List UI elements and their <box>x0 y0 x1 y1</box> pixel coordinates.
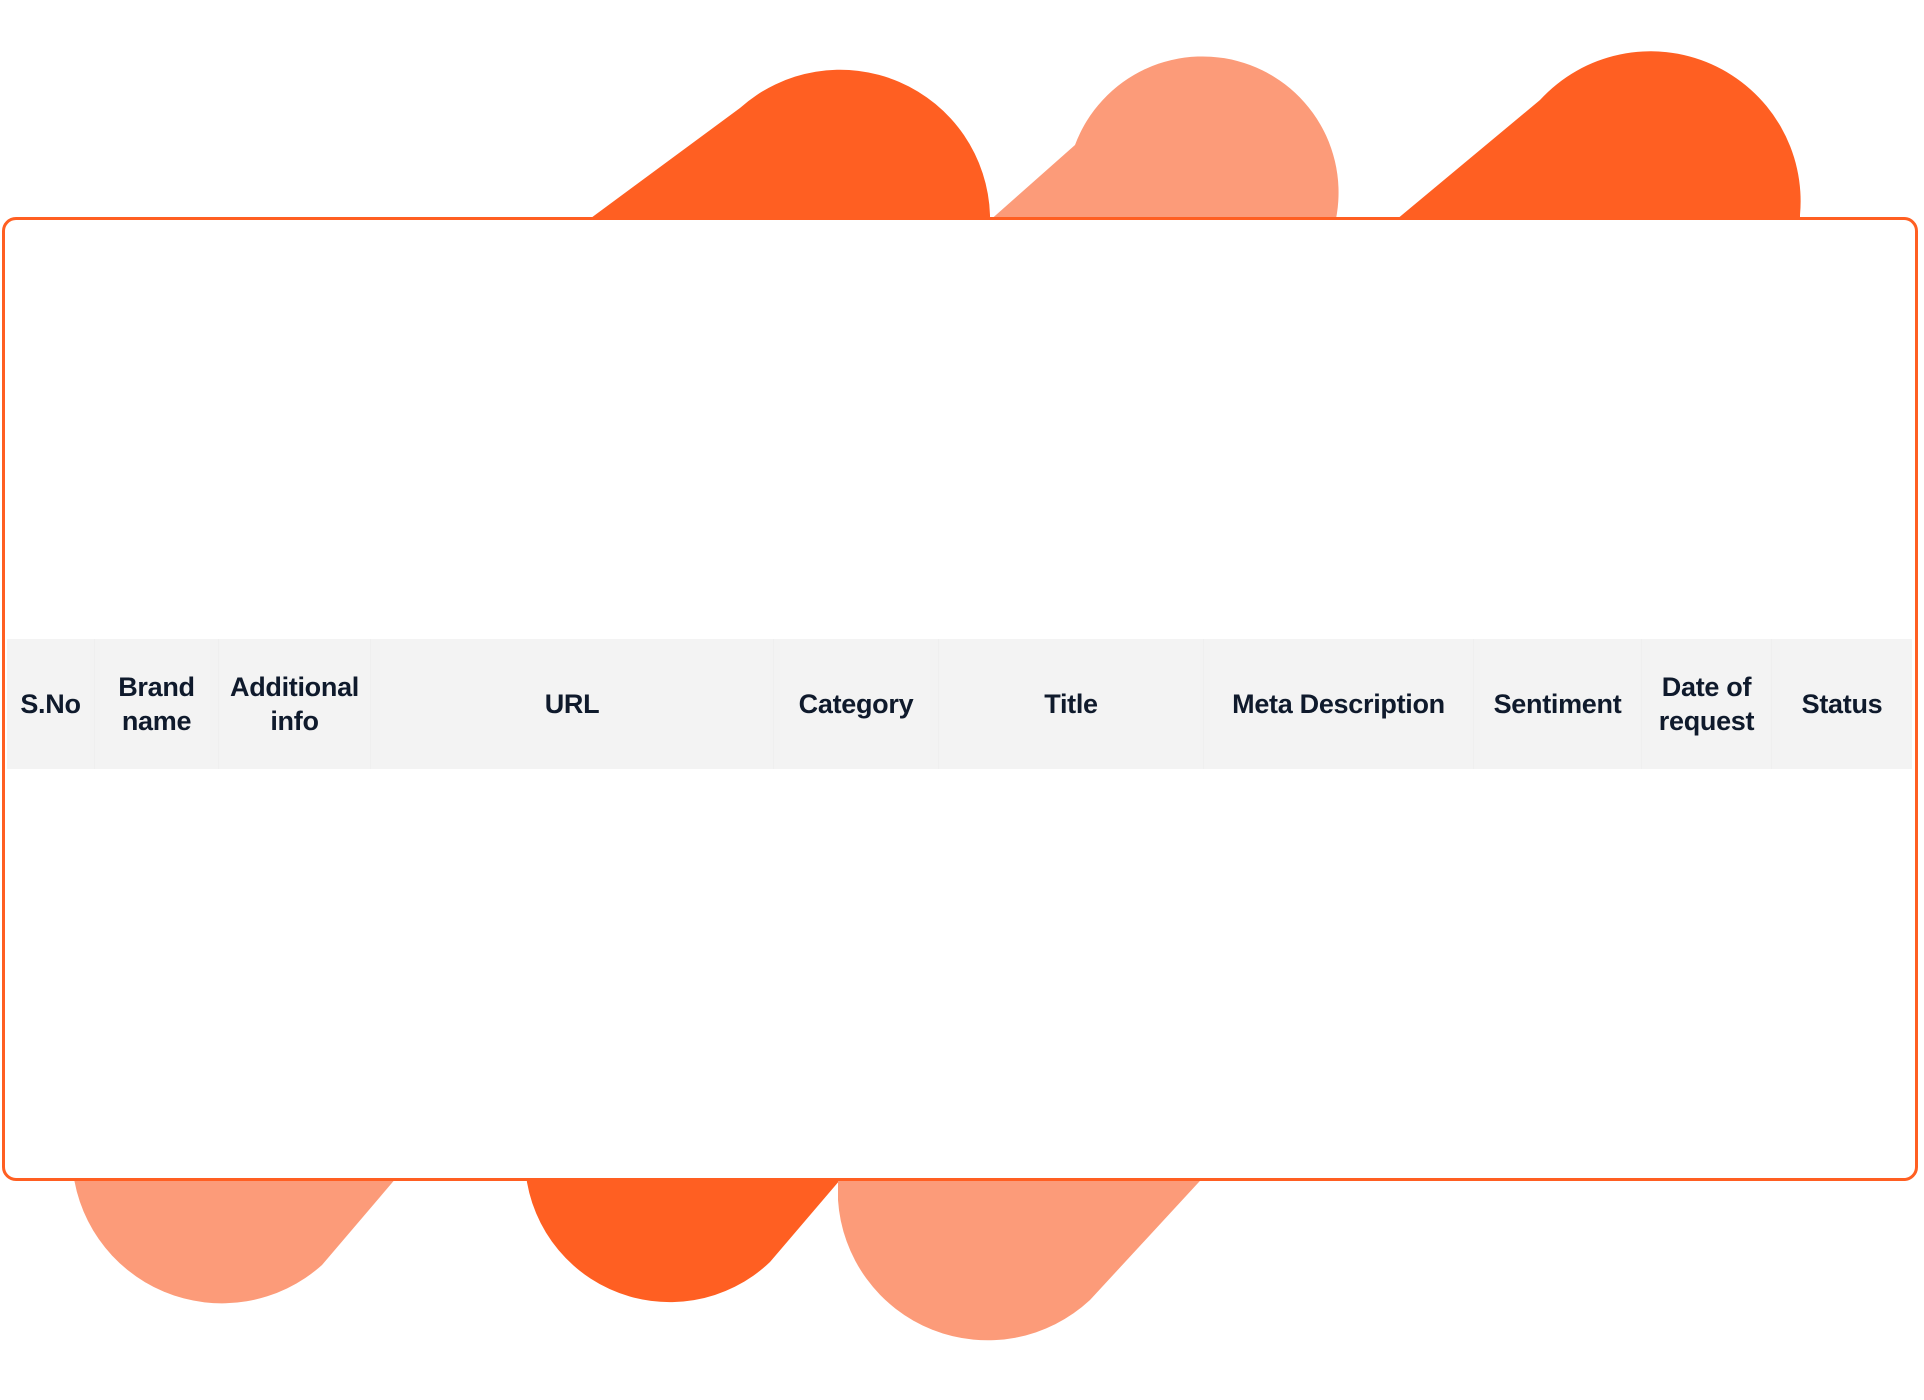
column-header-date-of-request[interactable]: Date of request <box>1642 639 1772 769</box>
column-header-meta-description[interactable]: Meta Description <box>1204 639 1474 769</box>
column-header-category[interactable]: Category <box>774 639 939 769</box>
column-header-sno[interactable]: S.No <box>7 639 95 769</box>
column-header-url[interactable]: URL <box>371 639 774 769</box>
table-card: S.No Brand name Additional info URL Cate… <box>2 217 1918 1181</box>
column-header-additional-info[interactable]: Additional info <box>219 639 371 769</box>
table-header-row: S.No Brand name Additional info URL Cate… <box>7 639 1912 769</box>
column-header-sentiment[interactable]: Sentiment <box>1474 639 1642 769</box>
column-header-status[interactable]: Status <box>1801 689 1883 719</box>
column-header-brand-name[interactable]: Brand name <box>95 639 219 769</box>
column-header-title[interactable]: Title <box>939 639 1204 769</box>
